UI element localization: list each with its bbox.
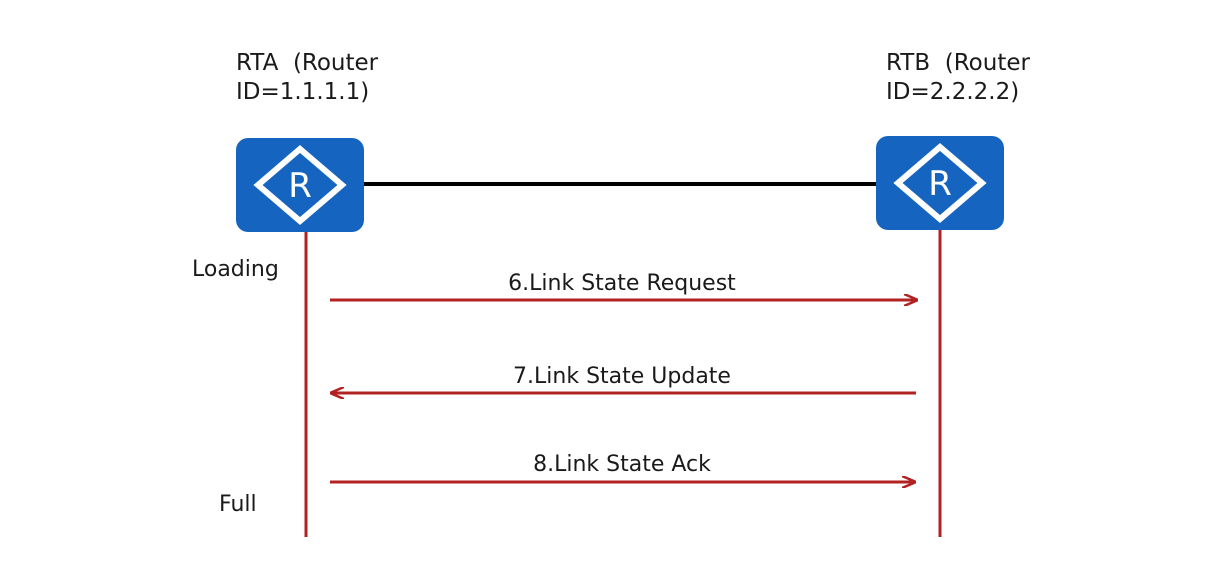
state-loading: Loading [192,257,279,282]
rtb-detail-line1: (Router [944,50,1030,76]
state-full: Full [219,492,257,517]
message-link-state-ack: 8.Link State Ack [533,452,711,477]
rta-name: RTA [236,50,279,76]
rta-detail-line2: ID=1.1.1.1) [236,79,370,105]
rtb-detail-line2: ID=2.2.2.2) [886,79,1020,105]
rta-detail-line1: (Router [292,50,379,76]
router-rta-letter: R [288,166,312,206]
rtb-name: RTB [886,50,931,76]
rtb-label: RTB (Router ID=2.2.2.2) [886,49,1030,107]
message-link-state-request: 6.Link State Request [508,271,736,296]
rta-label: RTA (Router ID=1.1.1.1) [236,49,378,107]
router-rtb-icon: R [876,136,1004,230]
message-link-state-update: 7.Link State Update [513,364,731,389]
router-rtb-letter: R [928,164,952,204]
router-rta-icon: R [236,138,364,232]
